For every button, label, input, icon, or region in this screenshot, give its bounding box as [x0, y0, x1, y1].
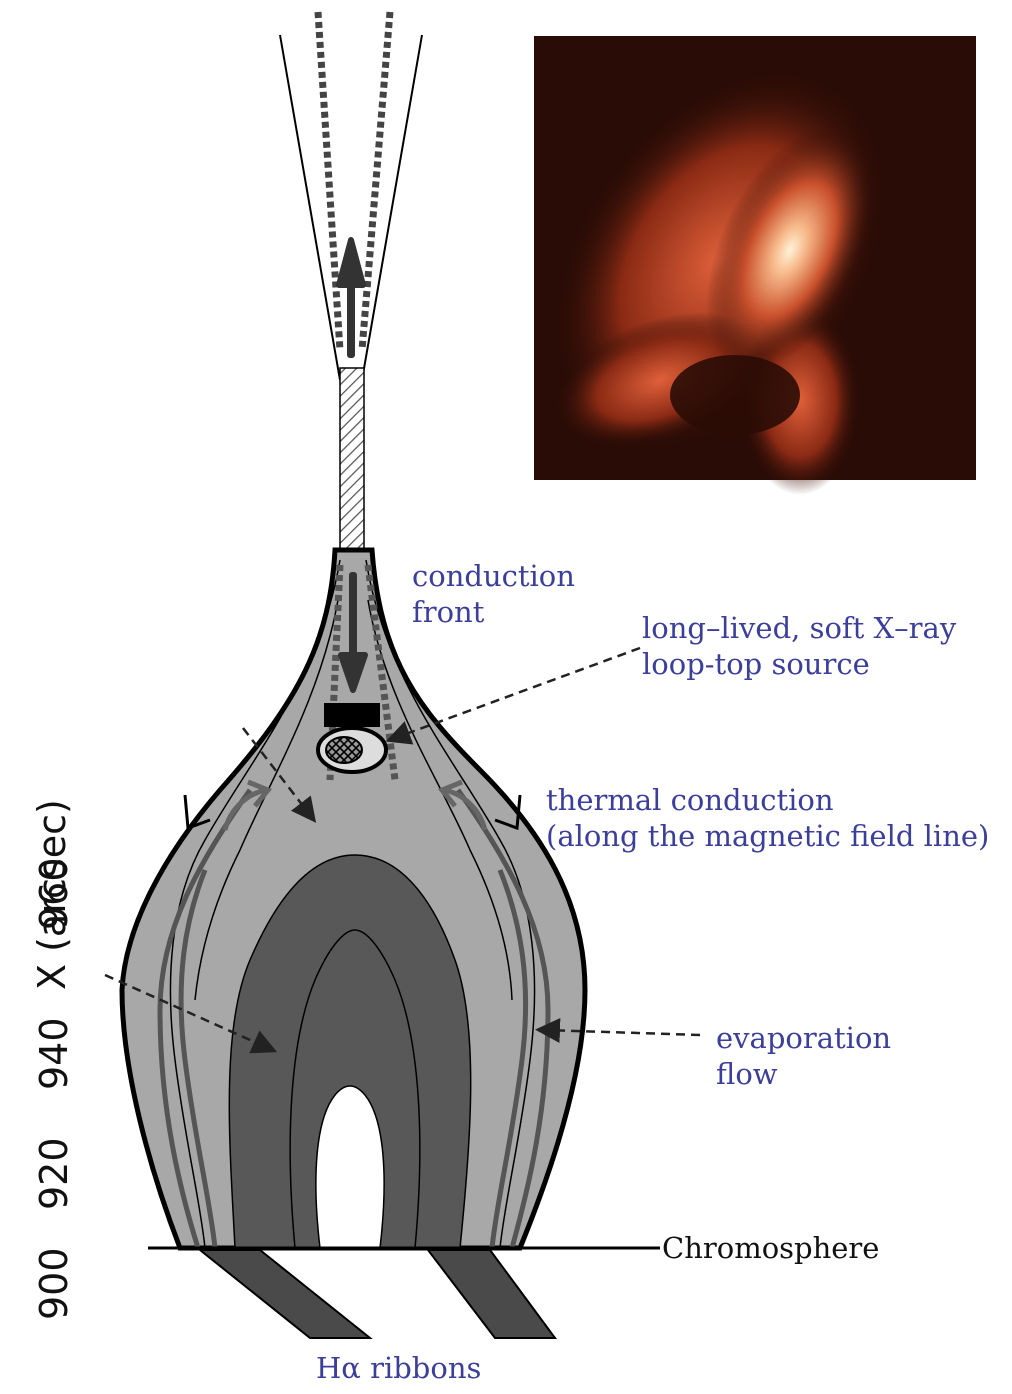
label-line: long–lived, soft X–ray [642, 610, 956, 646]
label-chromosphere: Chromosphere [662, 1230, 879, 1266]
halpha-ribbon-left [200, 1250, 370, 1338]
label-evaporation-flow: evaporation flow [716, 1020, 891, 1092]
label-line: front [412, 594, 575, 630]
upward-outflow-arrow [339, 240, 363, 355]
xray-inset-image [485, 8, 976, 513]
label-loop-top-source: long–lived, soft X–ray loop-top source [642, 610, 956, 682]
label-line: evaporation [716, 1020, 891, 1056]
label-conduction-front: conduction front [412, 558, 575, 630]
label-halpha-ribbons: Hα ribbons [316, 1350, 481, 1386]
label-line: (along the magnetic field line) [546, 818, 989, 854]
loop-cavity [316, 1086, 384, 1248]
label-line: flow [716, 1056, 891, 1092]
label-line: thermal conduction [546, 782, 989, 818]
label-line: conduction [412, 558, 575, 594]
loop-top-source [326, 737, 362, 763]
current-sheet [280, 12, 422, 568]
reconnection-block [324, 703, 380, 727]
label-thermal-conduction: thermal conduction (along the magnetic f… [546, 782, 989, 854]
halpha-ribbon-right [428, 1250, 555, 1338]
label-line: loop-top source [642, 646, 956, 682]
